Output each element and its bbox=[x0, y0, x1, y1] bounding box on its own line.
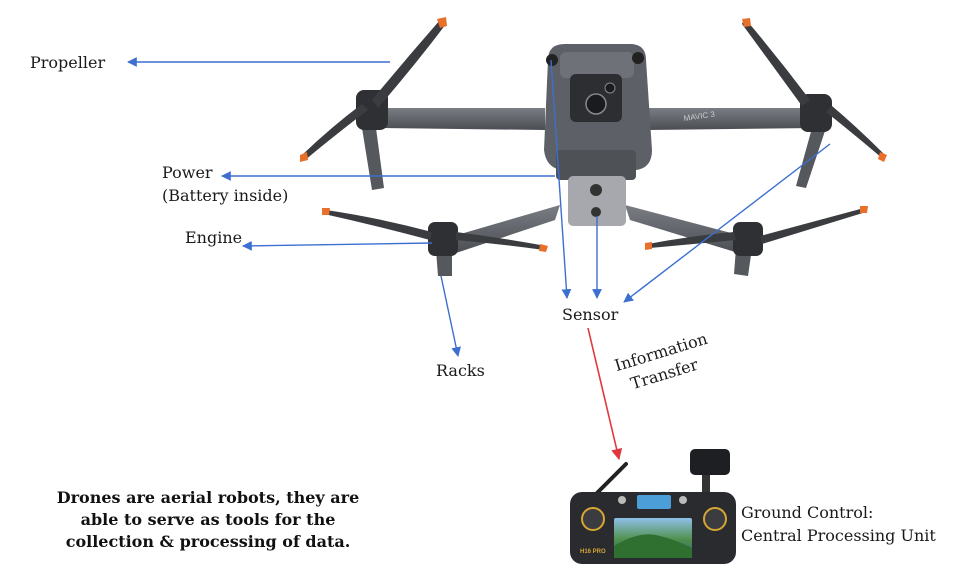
front-vision-sensor-left bbox=[546, 54, 558, 66]
drone-battery bbox=[556, 150, 636, 180]
power-label: Power bbox=[162, 163, 213, 182]
drone-rear-right-arm bbox=[625, 205, 750, 255]
drone-front-left-arm bbox=[372, 108, 545, 130]
caption-line1: Drones are aerial robots, they are bbox=[56, 488, 360, 507]
caption-line2: able to serve as tools for the bbox=[80, 510, 336, 529]
sensor-label: Sensor bbox=[562, 305, 619, 324]
ground-controller: H16 PRO bbox=[570, 449, 736, 564]
controller-antenna-panel bbox=[690, 449, 730, 475]
propeller-front-right bbox=[742, 18, 887, 162]
propeller-label: Propeller bbox=[30, 53, 106, 72]
controller-brand-text: H16 PRO bbox=[580, 549, 606, 555]
drone-front-right-motor bbox=[800, 94, 832, 132]
propeller-front-left bbox=[300, 17, 447, 162]
sensor-arrow-side bbox=[623, 143, 831, 303]
drone-rear-left-motor bbox=[428, 222, 458, 256]
controller-button-1 bbox=[618, 496, 626, 504]
label-arrows bbox=[127, 57, 831, 357]
racks-label: Racks bbox=[436, 361, 485, 380]
downward-vision-sensor bbox=[590, 184, 602, 196]
ground-control-label: Ground Control: Central Processing Unit bbox=[741, 501, 936, 547]
battery-inside-label: (Battery inside) bbox=[162, 186, 289, 205]
propeller-rear-right bbox=[645, 206, 868, 250]
camera-lens-tele bbox=[604, 82, 616, 94]
drone-rear-left-arm bbox=[440, 205, 560, 255]
downward-tof-sensor bbox=[591, 207, 601, 217]
caption-line3: collection & processing of data. bbox=[65, 532, 351, 551]
racks-arrow bbox=[440, 275, 461, 357]
camera-lens-main bbox=[585, 93, 607, 115]
front-vision-sensor-right bbox=[632, 52, 644, 64]
controller-button-2 bbox=[679, 496, 687, 504]
controller-left-stick bbox=[581, 507, 605, 531]
ground-control-line2: Central Processing Unit bbox=[741, 526, 936, 545]
controller-screen-landscape bbox=[614, 534, 692, 558]
controller-right-stick bbox=[703, 507, 727, 531]
drone-rear-left-leg bbox=[436, 250, 452, 276]
drone-rear-right-motor bbox=[733, 222, 763, 256]
controller-antenna-left bbox=[594, 462, 628, 496]
controller-antenna-mast bbox=[702, 470, 710, 500]
drone-caption: Drones are aerial robots, they are able … bbox=[18, 487, 398, 553]
drone-top-panel bbox=[560, 52, 634, 78]
drone-front-left-leg bbox=[362, 128, 384, 190]
information-transfer-arrow bbox=[587, 327, 623, 461]
engine-label: Engine bbox=[185, 228, 243, 247]
drone-model-text: MAVIC 3 bbox=[683, 110, 716, 123]
propeller-rear-left bbox=[322, 208, 548, 252]
drone-front-right-arm bbox=[648, 108, 822, 130]
engine-arrow bbox=[242, 240, 433, 251]
sensor-arrow-front bbox=[550, 59, 572, 299]
ground-control-line1: Ground Control: bbox=[741, 503, 874, 522]
controller-top-display bbox=[637, 495, 671, 509]
drone: MAVIC 3 bbox=[300, 17, 887, 276]
drone-bottom-sensor-module bbox=[568, 176, 626, 226]
